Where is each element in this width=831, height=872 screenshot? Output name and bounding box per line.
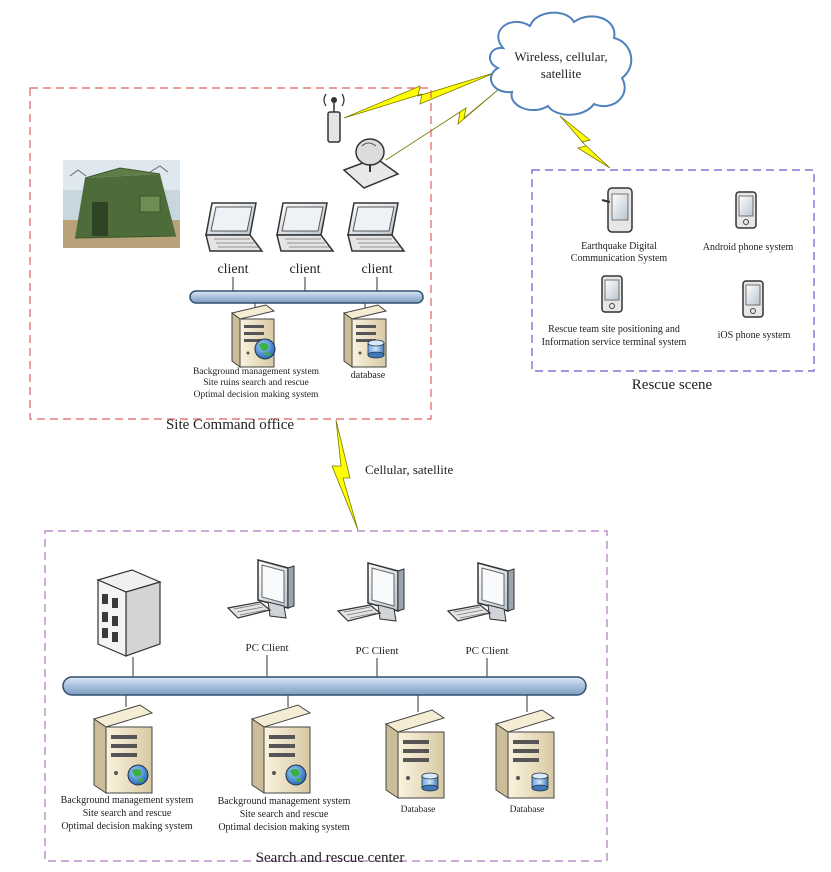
center-server2-label-1: Background management system — [218, 796, 351, 807]
office-border — [29, 87, 432, 420]
center-server2-label-3: Optimal decision making system — [218, 822, 350, 833]
office-server-icon — [231, 304, 276, 368]
pc-client-label-3: PC Client — [465, 645, 508, 657]
satellite-dish-icon — [342, 138, 400, 189]
pc-icon-3 — [447, 562, 515, 622]
cloud-label-line2: satellite — [541, 66, 582, 81]
center-server1-label-1: Background management system — [61, 795, 194, 806]
center-title: Search and rescue center — [256, 850, 405, 866]
lightning-cloud-scene — [559, 115, 611, 169]
digital-label-line1: Earthquake Digital — [581, 241, 657, 252]
center-border — [44, 530, 608, 862]
pc-client-label-1: PC Client — [245, 642, 288, 654]
building-icon — [96, 569, 162, 657]
office-server-label-2: Site ruins search and rescue — [203, 378, 309, 388]
positioning-label-line2: Information service terminal system — [542, 337, 687, 348]
link-label: Cellular, satellite — [365, 462, 454, 477]
ios-phone-icon — [742, 280, 764, 318]
tent-photo — [63, 160, 180, 248]
office-database-label: database — [351, 370, 386, 381]
positioning-label-line1: Rescue team site positioning and — [548, 324, 680, 335]
pc-icon-1 — [227, 559, 295, 619]
center-server1-label-2: Site search and rescue — [83, 808, 172, 819]
office-network-bus — [189, 290, 424, 304]
center-database-icon-1 — [385, 709, 445, 799]
digital-communication-device-icon — [601, 187, 633, 233]
office-database-icon — [343, 304, 387, 368]
digital-label-line2: Communication System — [571, 253, 668, 264]
office-server-label-1: Background management system — [193, 367, 320, 377]
office-client-label-1: client — [217, 262, 248, 277]
laptop-icon-2 — [276, 202, 334, 252]
center-server1-label-3: Optimal decision making system — [61, 821, 193, 832]
office-server-label-3: Optimal decision making system — [194, 390, 319, 400]
center-database-icon-2 — [495, 709, 555, 799]
office-client-label-3: client — [361, 262, 392, 277]
cloud-network: Wireless, cellular, satellite — [489, 11, 633, 116]
office-title: Site Command office — [166, 417, 294, 433]
lightning-office-center — [331, 419, 359, 531]
lightning-antenna-cloud — [343, 71, 498, 119]
android-label: Android phone system — [703, 242, 794, 253]
center-server-icon-1 — [93, 704, 153, 794]
rescue-scene: Earthquake Digital Communication System … — [531, 169, 815, 393]
scene-border — [531, 169, 815, 372]
center-server2-label-2: Site search and rescue — [240, 809, 329, 820]
center-server-icon-2 — [251, 704, 311, 794]
center-database-label-2: Database — [510, 805, 545, 815]
pc-client-label-2: PC Client — [355, 645, 398, 657]
laptop-icon-1 — [205, 202, 263, 252]
site-command-office: client client client Background manageme… — [29, 87, 432, 433]
laptop-icon-3 — [347, 202, 405, 252]
center-network-bus — [62, 676, 587, 696]
pc-icon-2 — [337, 562, 405, 622]
android-phone-icon — [735, 191, 757, 229]
antenna-icon — [323, 93, 345, 143]
cloud-label-line1: Wireless, cellular, — [514, 49, 607, 64]
positioning-terminal-icon — [601, 275, 623, 313]
office-client-label-2: client — [289, 262, 320, 277]
search-rescue-center: PC Client PC Client PC Client — [44, 530, 608, 866]
scene-title: Rescue scene — [632, 377, 713, 393]
ios-label: iOS phone system — [718, 330, 791, 341]
center-database-label-1: Database — [401, 805, 436, 815]
